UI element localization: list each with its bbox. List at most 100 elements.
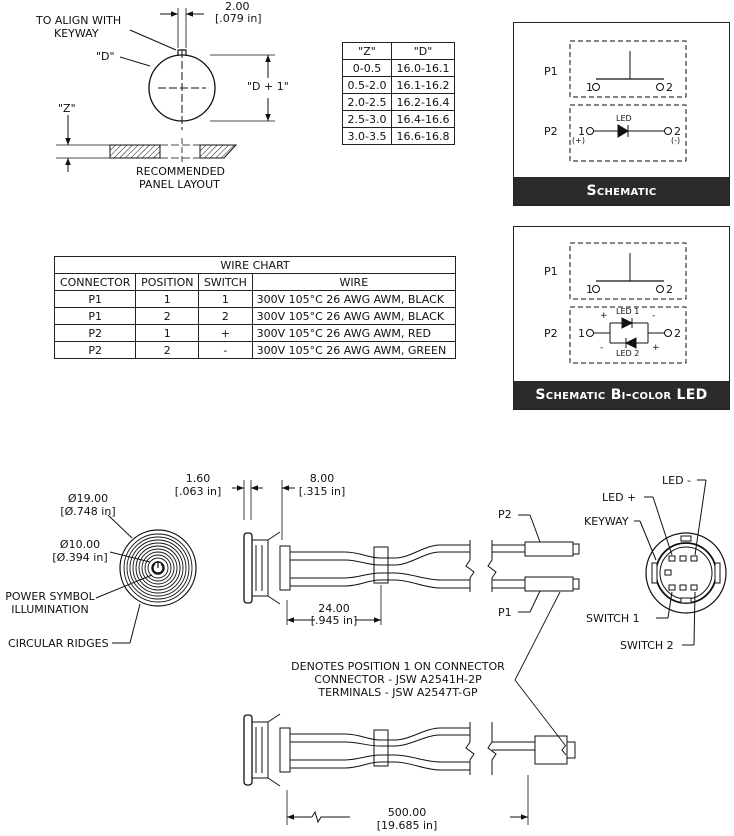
label-z: "Z"	[58, 102, 76, 115]
table-cell: 2	[135, 341, 200, 359]
table-header: POSITION	[135, 273, 200, 291]
dim-top-inches: [.079 in]	[215, 12, 262, 25]
table-cell: 1	[135, 324, 200, 342]
table-row: P2 2 - 300V 105°C 26 AWG AWM, GREEN	[53, 341, 457, 359]
dim-length-inches: [19.685 in]	[376, 819, 438, 832]
table-row: 3.0-3.5 16.6-16.8	[342, 127, 455, 145]
bicolor-p1-pin2: 2	[666, 283, 673, 296]
power-symbol-label-line2: ILLUMINATION	[11, 603, 89, 616]
rear-view-drawing	[634, 479, 727, 646]
led-plus-label: LED +	[602, 491, 637, 504]
table-row: P1 1 1 300V 105°C 26 AWG AWM, BLACK	[53, 290, 457, 308]
table-cell: 2	[198, 307, 253, 325]
schematic-panel: P1 P2 1 2 1 2 LED (+) (-) Schematic	[513, 22, 730, 206]
power-symbol-label-line1: POWER SYMBOL	[5, 590, 95, 603]
dim-a-value: 1.60	[185, 472, 211, 485]
bicolor-p2-pin1: 1	[578, 327, 585, 340]
p1-label: P1	[498, 606, 512, 619]
table-cell: 2.0-2.5	[342, 93, 392, 111]
connector-note-line3: TERMINALS - JSW A2547T-GP	[318, 686, 478, 699]
wire-chart-title: WIRE CHART	[54, 256, 456, 274]
bicolor-led1-label: LED 1	[616, 307, 640, 316]
table-cell: 300V 105°C 26 AWG AWM, BLACK	[251, 307, 457, 325]
table-cell: 0.5-2.0	[342, 76, 392, 94]
circular-ridges-label: CIRCULAR RIDGES	[8, 637, 109, 650]
table-row: 2.5-3.0 16.4-16.6	[342, 110, 455, 128]
wire-chart-table: WIRE CHART CONNECTOR POSITION SWITCH WIR…	[53, 256, 457, 359]
schematic-bicolor-drawing	[569, 242, 687, 364]
table-row: P2 1 + 300V 105°C 26 AWG AWM, RED	[53, 324, 457, 342]
z-d-table: "Z" "D" 0-0.5 16.0-16.1 0.5-2.0 16.1-16.…	[342, 42, 455, 145]
table-header: SWITCH	[198, 273, 253, 291]
table-cell: -	[198, 341, 253, 359]
table-row: 2.0-2.5 16.2-16.4	[342, 93, 455, 111]
table-cell: 1	[135, 290, 200, 308]
schematic-p2-pin2: 2	[674, 125, 681, 138]
align-note-line2: KEYWAY	[54, 27, 99, 40]
bicolor-p2-pin2: 2	[674, 327, 681, 340]
switch1-label: SWITCH 1	[586, 612, 640, 625]
schematic-p2-label: P2	[544, 125, 558, 138]
align-note-line1: TO ALIGN WITH	[36, 14, 122, 27]
connector-note-line2: CONNECTOR - JSW A2541H-2P	[314, 673, 482, 686]
table-cell: P2	[53, 341, 137, 359]
table-cell: P2	[53, 324, 137, 342]
table-cell: 300V 105°C 26 AWG AWM, GREEN	[251, 341, 457, 359]
table-row: 0.5-2.0 16.1-16.2	[342, 76, 455, 94]
dim-length-value: 500.00	[387, 806, 427, 819]
table-cell: 300V 105°C 26 AWG AWM, BLACK	[251, 290, 457, 308]
schematic-title: Schematic	[514, 177, 729, 205]
schematic-bicolor-title: Schematic Bi-color LED	[514, 381, 729, 409]
label-d-plus-1: "D + 1"	[247, 80, 289, 93]
led-minus-label: LED -	[662, 474, 692, 487]
table-header: CONNECTOR	[53, 273, 137, 291]
table-cell: 0-0.5	[342, 59, 392, 77]
dia-outer-label: Ø19.00	[67, 492, 109, 505]
schematic-p1-pin2: 2	[666, 81, 673, 94]
table-cell: P1	[53, 290, 137, 308]
schematic-minus: (-)	[671, 136, 681, 145]
table-cell: +	[198, 324, 253, 342]
bicolor-led2-label: LED 2	[616, 349, 640, 358]
table-cell: 1	[198, 290, 253, 308]
dim-b-inches: [.315 in]	[298, 485, 346, 498]
dim-c-value: 24.00	[318, 602, 350, 615]
bicolor-minus-bottom: -	[600, 343, 604, 353]
table-cell: 16.1-16.2	[391, 76, 455, 94]
dia-inner-label: Ø10.00	[59, 538, 101, 551]
schematic-drawing	[569, 40, 687, 162]
schematic-p1-pin1: 1	[586, 81, 593, 94]
dim-top-value: 2.00	[225, 0, 250, 13]
p2-label: P2	[498, 508, 512, 521]
table-cell: 16.6-16.8	[391, 127, 455, 145]
bicolor-p1-label: P1	[544, 265, 558, 278]
switch2-label: SWITCH 2	[620, 639, 674, 652]
front-view-drawing	[95, 514, 197, 644]
panel-layout-drawing	[56, 8, 275, 172]
table-header: "D"	[391, 42, 455, 60]
bicolor-plus-top: +	[600, 311, 608, 321]
table-cell: 16.4-16.6	[391, 110, 455, 128]
dim-b-value: 8.00	[309, 472, 335, 485]
table-cell: 16.0-16.1	[391, 59, 455, 77]
bicolor-p1-pin1: 1	[586, 283, 593, 296]
bicolor-plus-bottom: +	[652, 343, 660, 353]
dim-c-inches: [.945 in]	[310, 614, 358, 627]
table-row: P1 2 2 300V 105°C 26 AWG AWM, BLACK	[53, 307, 457, 325]
connector-note-line1: DENOTES POSITION 1 ON CONNECTOR	[291, 660, 505, 673]
table-cell: 3.0-3.5	[342, 127, 392, 145]
bicolor-p2-label: P2	[544, 327, 558, 340]
schematic-bicolor-panel: P1 P2 1 2 1 2 LED 1 LED 2 + - - + Schema…	[513, 226, 730, 410]
table-cell: 16.2-16.4	[391, 93, 455, 111]
label-d: "D"	[96, 50, 115, 63]
dia-inner-inches: [Ø.394 in]	[52, 551, 108, 564]
schematic-led-label: LED	[616, 114, 632, 123]
side-view-bottom-drawing	[243, 591, 576, 825]
dim-a-inches: [.063 in]	[174, 485, 222, 498]
table-cell: 2	[135, 307, 200, 325]
table-cell: 300V 105°C 26 AWG AWM, RED	[251, 324, 457, 342]
dia-outer-inches: [Ø.748 in]	[60, 505, 116, 518]
panel-caption-line1: RECOMMENDED	[136, 165, 225, 178]
keyway-label: KEYWAY	[584, 515, 629, 528]
